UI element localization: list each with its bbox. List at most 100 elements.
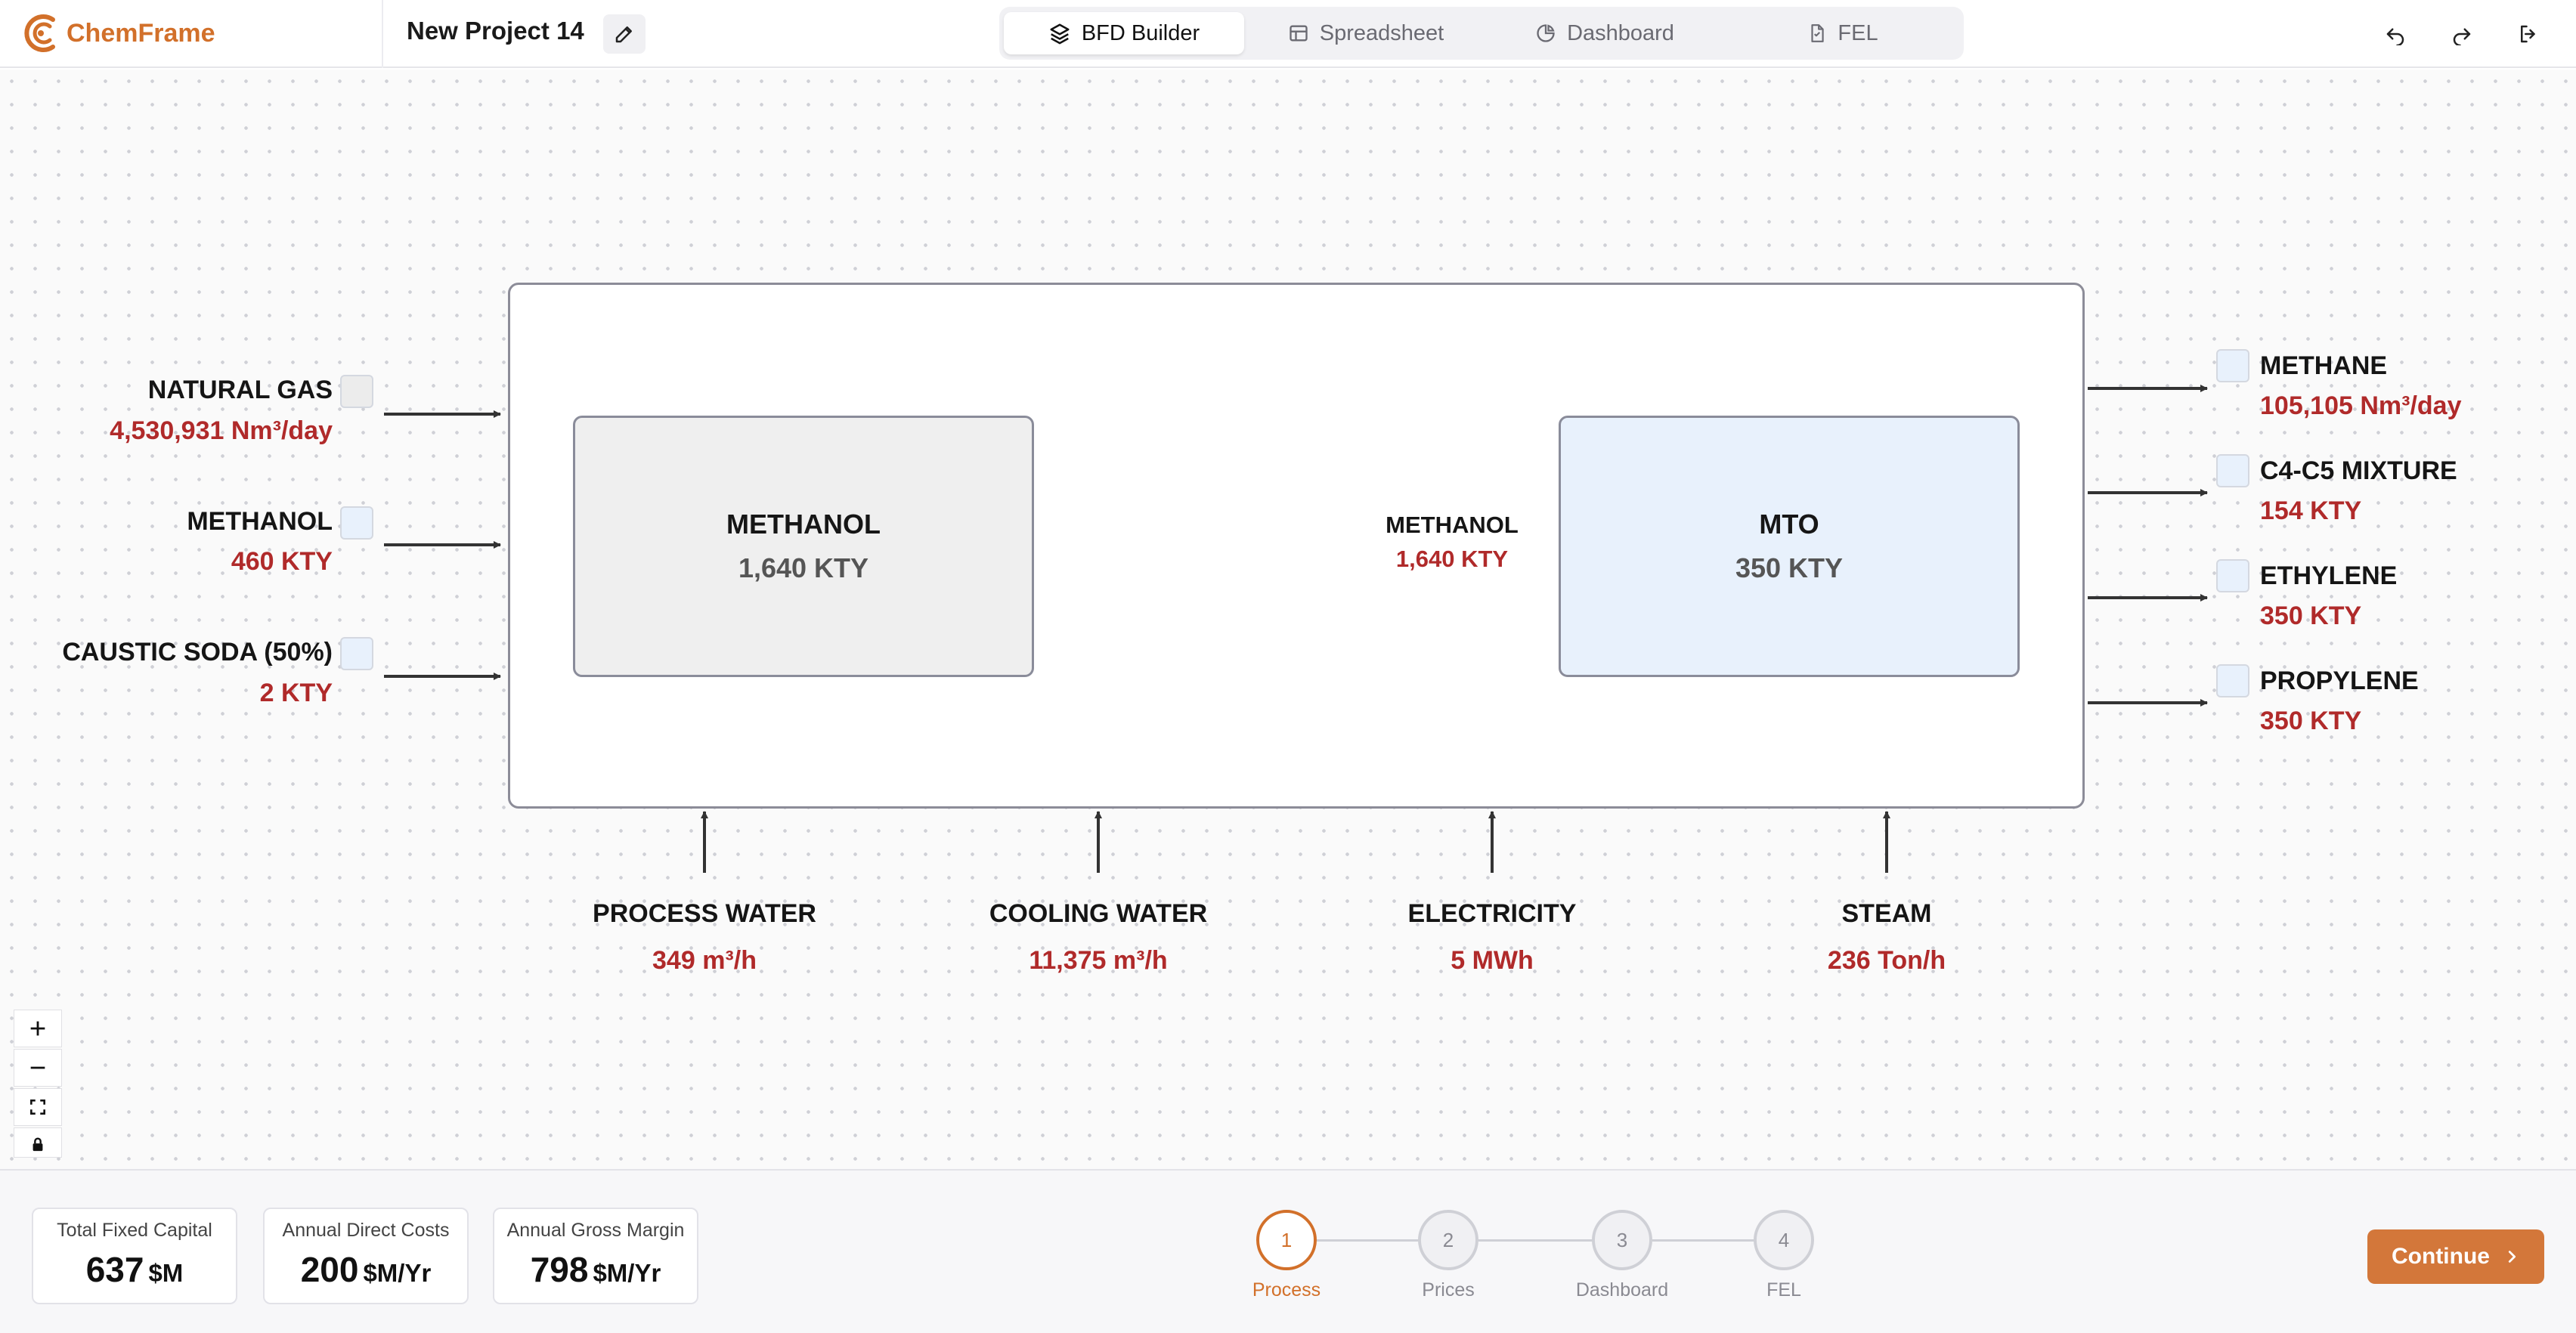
utility-value: 5 MWh	[1451, 946, 1534, 975]
exit-icon	[2521, 25, 2535, 43]
edit-project-title-button[interactable]	[603, 14, 646, 54]
metric-label: Total Fixed Capital	[57, 1220, 212, 1241]
pie-chart-icon	[1537, 24, 1555, 42]
metric-value: 200$M/Yr	[265, 1249, 467, 1290]
metric-label: Annual Direct Costs	[282, 1220, 450, 1241]
zoom-in-button[interactable]	[14, 1010, 62, 1047]
metric-unit: $M	[148, 1259, 184, 1287]
unit-mto[interactable]: MTO 350 KTY	[1559, 416, 2020, 677]
view-tabs: BFD Builder Spreadsheet Dashboard FEL	[999, 7, 1964, 60]
metric-number: 637	[85, 1250, 144, 1289]
bfd-canvas[interactable]: METHANOL 1,640 KTY MTO 350 KTY METHANOL …	[0, 70, 2576, 1169]
unit-methanol[interactable]: METHANOL 1,640 KTY	[573, 416, 1034, 677]
step-connector	[1317, 1239, 1420, 1242]
step-label: Prices	[1422, 1279, 1475, 1301]
input-color-swatch[interactable]	[340, 637, 373, 670]
input-value: 2 KTY	[259, 679, 333, 707]
header-divider	[382, 0, 383, 68]
utility-value: 11,375 m³/h	[1029, 946, 1168, 975]
output-color-swatch[interactable]	[2216, 349, 2249, 382]
file-icon	[1811, 24, 1825, 42]
continue-label: Continue	[2392, 1244, 2490, 1269]
output-name: PROPYLENE	[2260, 666, 2419, 695]
utility-value: 349 m³/h	[652, 946, 757, 975]
input-name: METHANOL	[187, 507, 333, 536]
lock-icon	[33, 1137, 43, 1152]
chevron-right-icon	[2508, 1251, 2516, 1263]
input-color-swatch[interactable]	[340, 506, 373, 540]
utility-name: ELECTRICITY	[1407, 899, 1577, 928]
metric-total-fixed-capital: Total Fixed Capital 637$M	[32, 1208, 237, 1304]
app-name: ChemFrame	[67, 18, 215, 48]
input-color-swatch[interactable]	[340, 375, 373, 408]
lock-view-button[interactable]	[14, 1127, 62, 1158]
input-name: CAUSTIC SODA (50%)	[62, 638, 333, 666]
step-label: FEL	[1766, 1279, 1801, 1301]
input-value: 460 KTY	[231, 547, 333, 576]
metric-unit: $M/Yr	[593, 1259, 661, 1287]
utility-value: 236 Ton/h	[1827, 946, 1946, 975]
step-fel[interactable]: 4	[1754, 1210, 1814, 1270]
utility-name: PROCESS WATER	[593, 899, 816, 928]
step-process[interactable]: 1	[1256, 1210, 1317, 1270]
output-name: ETHYLENE	[2260, 561, 2398, 590]
metric-unit: $M/Yr	[363, 1259, 432, 1287]
step-prices[interactable]: 2	[1418, 1210, 1478, 1270]
tab-label: Dashboard	[1567, 20, 1674, 45]
step-dashboard[interactable]: 3	[1592, 1210, 1652, 1270]
output-name: METHANE	[2260, 351, 2388, 380]
output-value: 350 KTY	[2260, 707, 2362, 735]
fit-view-button[interactable]	[14, 1088, 62, 1126]
undo-button[interactable]	[2378, 17, 2413, 51]
redo-button[interactable]	[2444, 17, 2479, 51]
utility-name: STEAM	[1841, 899, 1932, 928]
metric-annual-gross-margin: Annual Gross Margin 798$M/Yr	[493, 1208, 698, 1304]
metric-number: 200	[300, 1250, 359, 1289]
stream-value: 1,640 KTY	[1395, 546, 1509, 572]
project-title: New Project 14	[407, 17, 584, 45]
pencil-icon	[615, 26, 632, 43]
footer-bar: Total Fixed Capital 637$M Annual Direct …	[0, 1169, 2576, 1333]
stream-label: METHANOL	[1386, 512, 1519, 538]
tab-spreadsheet[interactable]: Spreadsheet	[1249, 12, 1483, 54]
output-color-swatch[interactable]	[2216, 664, 2249, 697]
output-value: 350 KTY	[2260, 602, 2362, 630]
tab-fel[interactable]: FEL	[1726, 12, 1959, 54]
layers-icon	[1050, 23, 1070, 45]
top-bar: ChemFrame New Project 14 BFD Builder Spr…	[0, 0, 2576, 68]
unit-capacity: 350 KTY	[1735, 552, 1844, 583]
chemframe-logo-icon	[24, 14, 55, 52]
metric-annual-direct-costs: Annual Direct Costs 200$M/Yr	[263, 1208, 469, 1304]
block-flow-diagram: METHANOL 1,640 KTY MTO 350 KTY METHANOL …	[0, 70, 2576, 1169]
output-value: 154 KTY	[2260, 496, 2362, 525]
utility-name: COOLING WATER	[989, 899, 1208, 928]
undo-icon	[2386, 28, 2404, 45]
metric-label: Annual Gross Margin	[506, 1220, 685, 1241]
continue-button[interactable]: Continue	[2367, 1229, 2544, 1284]
metric-value: 637$M	[33, 1249, 236, 1290]
output-color-swatch[interactable]	[2216, 559, 2249, 592]
unit-name: METHANOL	[726, 509, 881, 540]
metric-number: 798	[530, 1250, 589, 1289]
output-name: C4-C5 MIXTURE	[2260, 456, 2457, 485]
fit-view-icon	[30, 1099, 45, 1115]
zoom-in-icon	[30, 1021, 45, 1036]
unit-capacity: 1,640 KTY	[738, 552, 869, 583]
zoom-out-button[interactable]	[14, 1049, 62, 1087]
unit-name: MTO	[1759, 509, 1819, 540]
tab-bfd-builder[interactable]: BFD Builder	[1004, 12, 1244, 54]
exit-button[interactable]	[2511, 17, 2546, 51]
output-color-swatch[interactable]	[2216, 454, 2249, 487]
tab-label: FEL	[1838, 20, 1878, 45]
step-connector	[1478, 1239, 1593, 1242]
app-logo[interactable]: ChemFrame	[23, 12, 215, 54]
redo-icon	[2453, 28, 2471, 45]
step-label: Process	[1252, 1279, 1321, 1301]
output-value: 105,105 Nm³/day	[2260, 391, 2462, 420]
tab-dashboard[interactable]: Dashboard	[1488, 12, 1722, 54]
step-label: Dashboard	[1575, 1279, 1669, 1301]
tab-label: Spreadsheet	[1319, 20, 1444, 45]
table-icon	[1290, 25, 1308, 42]
tab-label: BFD Builder	[1081, 20, 1200, 45]
metric-value: 798$M/Yr	[494, 1249, 697, 1290]
